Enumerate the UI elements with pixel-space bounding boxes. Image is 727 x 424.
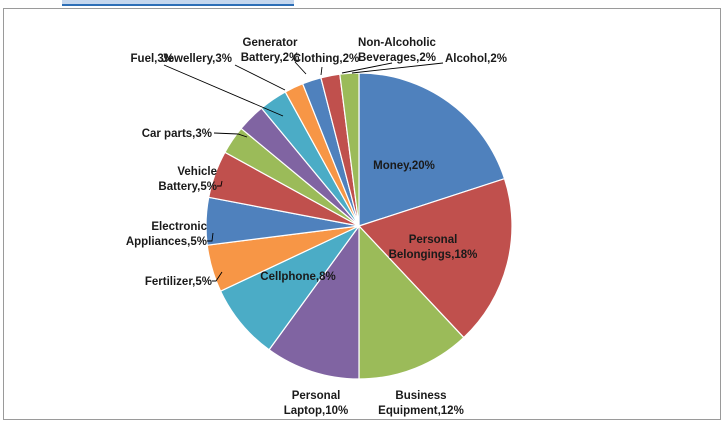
label-clothing: Clothing,2% (293, 53, 359, 65)
label-fuel: Fuel,3% (131, 53, 174, 65)
label-alcohol: Alcohol,2% (445, 53, 507, 65)
pie-slices (205, 72, 513, 380)
leader-line-generator-battery (294, 61, 307, 75)
top-link-bar[interactable] (62, 0, 294, 6)
leader-lines (163, 61, 444, 282)
label-car-parts: Car parts,3% (142, 128, 212, 140)
slice-personal-laptop (268, 224, 360, 380)
leader-line-clothing (320, 66, 323, 76)
label-jewellery: Jewellery,3% (161, 53, 232, 65)
leader-line-car-parts (213, 132, 248, 138)
label-money: Money,20% (373, 160, 435, 172)
slice-alcohol (339, 72, 360, 227)
leader-line-fuel (163, 64, 284, 117)
slice-money (358, 72, 506, 227)
leader-line-vehicle-battery (217, 180, 223, 187)
leader-line-non-alcoholic-beverages (341, 62, 393, 74)
leader-line-electronic-appliances (207, 232, 214, 242)
leader-line-jewellery (234, 64, 286, 91)
slice-business-equipment (358, 224, 465, 380)
leader-line-fertilizer (212, 271, 223, 282)
label-cellphone: Cellphone,8% (260, 271, 335, 283)
slice-personal-belongings (357, 177, 513, 339)
leader-line-alcohol (351, 62, 444, 74)
label-fertilizer: Fertilizer,5% (145, 276, 212, 288)
